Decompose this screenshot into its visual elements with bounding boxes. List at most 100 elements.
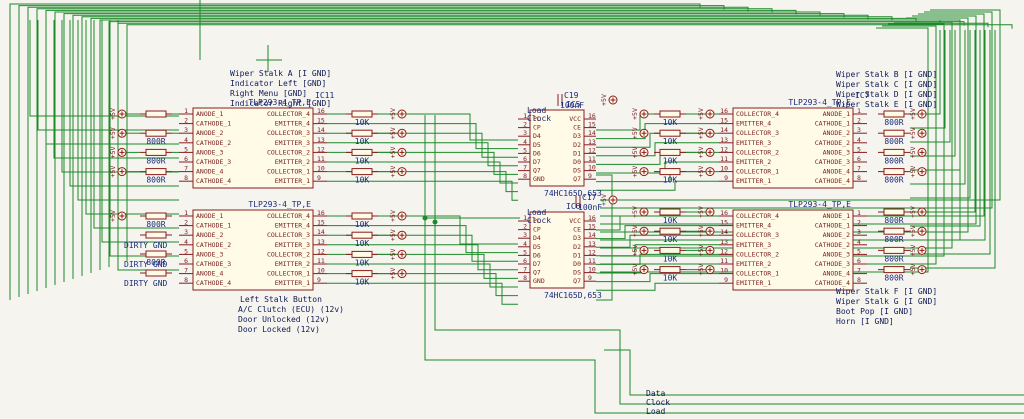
power-5v-label: +5V [697,127,705,139]
wire-signal [327,151,518,175]
note-line: Horn [I GND] [836,317,894,326]
note-line: Wiper Stalk B [I GND] [836,70,937,79]
pin-number: 13 [588,138,596,146]
wire-feed [910,30,971,199]
wire-feed [910,30,976,213]
wire-signal [596,161,719,174]
power-5v-symbol: +5V [389,108,407,120]
wire-feed [69,20,179,187]
power-5v-symbol: +5V [909,108,927,120]
power-5v-symbol: +5V [909,225,927,237]
pin-label: ANODE_2 [196,231,223,239]
resistor-value: 800R [884,176,903,185]
pin-label: GND [533,277,545,285]
pin-number: 15 [317,219,325,227]
pin-number: 13 [317,136,325,144]
power-5v-symbol: +5V [697,166,715,178]
resistor-body [145,129,167,137]
power-5v-symbol: +5V [909,264,927,276]
resistor-body [351,231,373,239]
pin-label: D6 [533,149,541,157]
pin-number: 3 [184,126,188,134]
pin-label: ANODE_4 [196,270,223,278]
pin-label: CE [573,226,581,234]
resistor-value: 800R [146,137,165,146]
pin-number: 12 [317,145,325,153]
pin-number: 3 [857,228,861,236]
opto-value: TLP293-4_TP,E [248,98,311,107]
pin-label: EMITTER_4 [275,222,310,230]
pin-number: 7 [184,267,188,275]
power-5v-label: +5V [109,210,117,222]
resistor: 10K [346,270,378,287]
power-5v-symbol: +5V [697,244,715,256]
power-5v-symbol: +5V [389,166,407,177]
wire-signal [596,282,719,291]
power-5v-label: +5V [631,264,639,276]
wire-feed [910,30,986,241]
resistor-body [145,110,167,118]
power-5v-label: +5V [697,166,705,178]
wire-feed [29,20,179,117]
power-5v-label: +5V [909,264,917,276]
pin-label: COLLECTOR_2 [267,148,310,156]
pin-number: 12 [588,248,596,256]
power-5v-label: +5V [697,225,705,237]
pin-number: 9 [588,274,592,282]
pin-label: PL [533,217,541,225]
pin-label: ANODE_4 [823,270,850,278]
power-5v-label: +5V [389,268,397,280]
note-line: Indicator Right [GND] [230,99,331,108]
wire-signal [327,225,518,254]
pin-number: 11 [317,257,325,265]
pin-number: 4 [523,138,527,146]
pin-label: COLLECTOR_3 [736,231,779,239]
pin-number: 13 [588,240,596,248]
resistor-value: 800R [884,216,903,225]
opto-body [192,209,314,291]
pin-label: CATHODE_3 [196,158,231,166]
note-line: Wiper Stalk G [I GND] [836,297,937,306]
bus-label-clock: Clock [646,398,670,407]
wire-signal [327,113,518,141]
clock-label: Clock [527,114,551,123]
power-5v-label: +5V [389,210,397,222]
note-top-left: Wiper Stalk A [I GND] Indicator Left [GN… [230,69,331,108]
note-line: A/C Clutch (ECU) (12v) [238,305,344,314]
power-5v-label: +5V [631,225,639,237]
power-5v-symbol: +5V [631,264,649,276]
wire-bus [54,11,821,285]
pin-label: COLLECTOR_1 [267,168,310,176]
wire-junction [432,219,438,225]
resistor-value: 10K [355,176,370,185]
resistor-body [351,129,373,137]
cap-ref: C19 [564,91,579,100]
pin-label: ANODE_3 [196,148,223,156]
pin-number: 1 [857,209,861,217]
pin-label: CATHODE_2 [815,139,850,147]
ic-body [529,211,585,289]
wire-signal [327,253,518,279]
pin-label: CATHODE_1 [815,222,850,230]
power-5v-label: +5V [389,229,397,241]
power-5v-label: +5V [909,244,917,256]
resistor-value: 10K [663,235,678,244]
power-5v-symbol: +5V [389,268,407,280]
pin-label: Q7 [573,277,581,285]
power-5v-symbol: +5V [631,225,649,237]
pin-label: EMITTER_2 [275,158,310,166]
pin-label: CATHODE_1 [815,120,850,128]
pin-label: COLLECTOR_4 [267,110,310,118]
wire-signal [327,215,518,245]
pin-label: ANODE_3 [823,148,850,156]
resistor-value: 10K [355,239,370,248]
pin-label: D3 [573,234,581,242]
wire-signal [327,273,518,297]
resistor [140,269,172,277]
pin-label: COLLECTOR_3 [736,129,779,137]
pin-label: COLLECTOR_1 [736,270,779,278]
power-5v-symbol: +5V [109,166,127,177]
